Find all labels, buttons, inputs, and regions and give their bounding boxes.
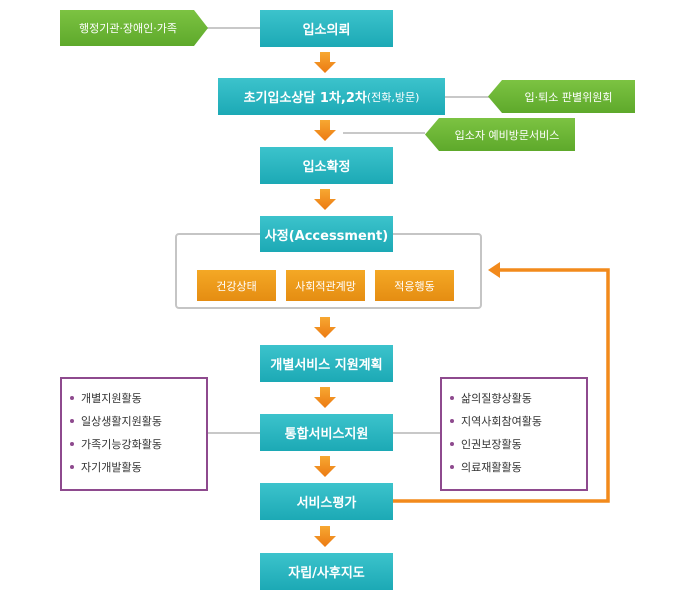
connector-line [205,27,260,29]
connector-line [343,132,425,134]
bullet-icon [70,419,74,423]
step-individual-plan: 개별서비스 지원계획 [260,345,393,382]
step-referral: 입소의뢰 [260,10,393,47]
list-item: 의료재활활동 [450,456,586,479]
bullet-icon [70,465,74,469]
step-admission-confirmed: 입소확정 [260,147,393,184]
list-item: 일상생활지원활동 [70,410,206,433]
tag-preview-service: 입소자 예비방문서비스 [425,118,575,151]
step-integrated-support: 통합서비스지원 [260,414,393,451]
list-item: 개별지원활동 [70,387,206,410]
down-arrow-icon [314,456,336,477]
down-arrow-icon [314,52,336,73]
bullet-icon [450,442,454,446]
step-initial-consultation: 초기입소상담 1차,2차(전화,방문) [218,78,445,115]
assessment-item-social-network: 사회적관계망 [286,270,365,301]
consultation-method: (전화,방문) [366,90,420,104]
down-arrow-icon [314,317,336,338]
down-arrow-icon [314,526,336,547]
connector-line [392,432,440,434]
bullet-icon [70,396,74,400]
list-item: 자기개발활동 [70,456,206,479]
tag-referral-sources: 행정기관·장애인·가족 [60,10,208,46]
step-independence-followup: 자립/사후지도 [260,553,393,590]
bullet-icon [450,419,454,423]
bullet-icon [450,396,454,400]
list-item: 인권보장활동 [450,433,586,456]
down-arrow-icon [314,189,336,210]
down-arrow-icon [314,387,336,408]
tag-committee: 입·퇴소 판별위원회 [488,80,635,113]
list-item: 지역사회참여활동 [450,410,586,433]
list-item: 가족기능강화활동 [70,433,206,456]
step-service-evaluation: 서비스평가 [260,483,393,520]
bullet-icon [450,465,454,469]
right-activity-panel: 삶의질향상활동 지역사회참여활동 인권보장활동 의료재활활동 [440,377,588,491]
connector-line [207,432,260,434]
step-assessment: 사정(Accessment) [260,216,393,252]
list-item: 삶의질향상활동 [450,387,586,410]
assessment-item-health: 건강상태 [197,270,276,301]
assessment-item-adaptive-behavior: 적응행동 [375,270,454,301]
left-activity-panel: 개별지원활동 일상생활지원활동 가족기능강화활동 자기개발활동 [60,377,208,491]
connector-line [445,96,490,98]
down-arrow-icon [314,120,336,141]
bullet-icon [70,442,74,446]
